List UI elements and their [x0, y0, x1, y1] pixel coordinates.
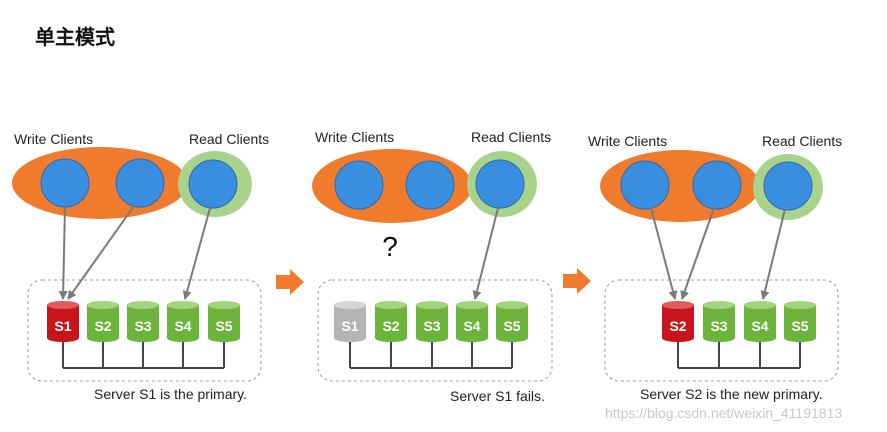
read-client-node: [188, 159, 238, 209]
page-title: 单主模式: [35, 25, 115, 49]
server-label: S3: [134, 318, 151, 334]
server-label: S4: [463, 318, 480, 334]
server-s4: S4: [744, 301, 776, 342]
server-s2: S2: [87, 301, 119, 342]
panel-1: Write Clients Read Clients S1 S: [12, 131, 269, 402]
server-label: S4: [174, 318, 191, 334]
read-clients-label: Read Clients: [762, 133, 842, 149]
server-label: S1: [341, 318, 358, 334]
write-clients-label: Write Clients: [14, 131, 93, 147]
server-s2-primary: S2: [662, 301, 694, 342]
server-s5: S5: [496, 301, 528, 342]
server-s3: S3: [416, 301, 448, 342]
server-label: S5: [215, 318, 232, 334]
server-group-box: [27, 279, 262, 382]
panel-3: Write Clients Read Clients S2 S3: [588, 133, 842, 402]
server-label: S1: [54, 318, 71, 334]
write-client-node: [692, 160, 742, 210]
panel-caption: Server S1 fails.: [450, 388, 545, 404]
server-label: S2: [382, 318, 399, 334]
server-bus: [62, 338, 225, 369]
server-label: S2: [669, 318, 686, 334]
server-s5: S5: [784, 301, 816, 342]
client-connections: [58, 205, 211, 300]
server-bus: [677, 338, 801, 369]
server-s1-failed: S1: [334, 301, 366, 342]
read-client-node: [475, 159, 525, 209]
watermark: https://blog.csdn.net/weixin_41191813: [605, 405, 843, 421]
write-client-node: [405, 160, 455, 210]
client-connections: [472, 207, 499, 300]
server-label: S4: [751, 318, 768, 334]
read-clients-label: Read Clients: [471, 129, 551, 145]
write-clients-label: Write Clients: [315, 129, 394, 145]
question-mark: ?: [382, 231, 398, 262]
server-s1: S1: [47, 301, 79, 342]
write-client-node: [620, 160, 670, 210]
panel-caption: Server S1 is the primary.: [94, 386, 247, 402]
server-s4: S4: [167, 301, 199, 342]
server-label: S3: [423, 318, 440, 334]
write-client-node: [40, 158, 90, 208]
server-label: S5: [791, 318, 808, 334]
server-s3: S3: [127, 301, 159, 342]
server-s2: S2: [375, 301, 407, 342]
panel-caption: Server S2 is the new primary.: [640, 386, 823, 402]
transition-arrow: [276, 269, 304, 295]
server-bus: [349, 338, 513, 369]
write-client-node: [115, 158, 165, 208]
write-client-node: [334, 160, 384, 210]
read-clients-label: Read Clients: [189, 131, 269, 147]
client-connections: [650, 207, 786, 300]
server-s3: S3: [703, 301, 735, 342]
server-group-box: [604, 279, 839, 382]
server-s5: S5: [208, 301, 240, 342]
server-s4: S4: [456, 301, 488, 342]
write-clients-label: Write Clients: [588, 133, 667, 149]
read-client-node: [763, 161, 813, 211]
server-label: S3: [710, 318, 727, 334]
server-label: S2: [94, 318, 111, 334]
server-group-box: [317, 279, 553, 382]
panel-2: Write Clients Read Clients ? S1 S2: [312, 129, 553, 404]
server-label: S5: [503, 318, 520, 334]
transition-arrow: [563, 268, 591, 294]
